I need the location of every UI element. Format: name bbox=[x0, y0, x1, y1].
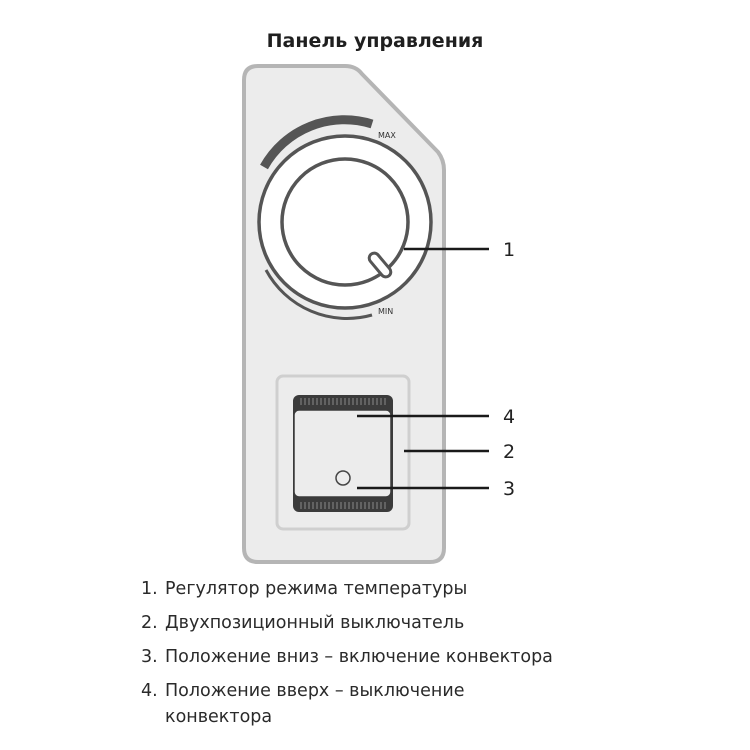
knob-pointer bbox=[367, 251, 393, 279]
legend-text: Двухпозиционный выключатель bbox=[165, 613, 465, 633]
legend-number: 3. bbox=[141, 647, 158, 667]
callout-3: 3 bbox=[503, 478, 515, 500]
legend-number: 2. bbox=[141, 613, 158, 633]
legend-text: Положение вверх – выключение конвектора bbox=[165, 681, 465, 727]
legend-number: 1. bbox=[141, 579, 158, 599]
legend-text: Положение вниз – включение конвектора bbox=[165, 647, 553, 667]
switch-grip-top bbox=[300, 398, 386, 405]
legend-item: 4. Положение вверх – выключение конвекто… bbox=[141, 674, 521, 730]
callout-4: 4 bbox=[503, 406, 515, 428]
max-label: MAX bbox=[378, 131, 396, 140]
temperature-scale-upper-arc bbox=[260, 115, 374, 170]
legend-text: Регулятор режима температуры bbox=[165, 579, 468, 599]
rocker-switch[interactable] bbox=[293, 395, 393, 512]
on-indicator-circle bbox=[335, 470, 351, 486]
legend-list: 1. Регулятор режима температуры 2. Двухп… bbox=[141, 572, 701, 730]
legend-item: 3. Положение вниз – включение конвектора bbox=[141, 640, 701, 674]
legend-item: 2. Двухпозиционный выключатель bbox=[141, 606, 701, 640]
temperature-knob[interactable] bbox=[257, 134, 433, 310]
legend-item: 1. Регулятор режима температуры bbox=[141, 572, 701, 606]
callout-2: 2 bbox=[503, 441, 515, 463]
temperature-scale-lower-arc bbox=[264, 269, 373, 320]
legend-number: 4. bbox=[141, 681, 158, 701]
callout-1: 1 bbox=[503, 239, 515, 261]
page-title: Панель управления bbox=[266, 30, 484, 52]
min-label: MIN bbox=[378, 307, 393, 316]
switch-grip-bottom bbox=[300, 502, 386, 509]
rocker-face bbox=[293, 409, 392, 498]
